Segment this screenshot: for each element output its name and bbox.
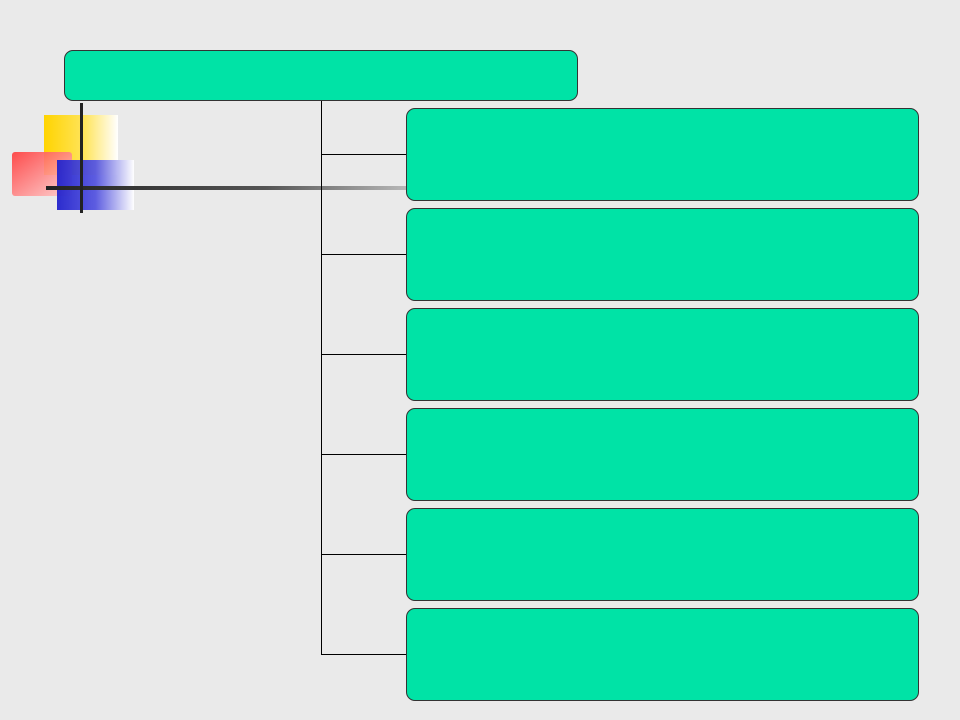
branch-line [321, 354, 407, 355]
branch-line [321, 554, 407, 555]
child-box-3 [406, 308, 919, 401]
child-box-1 [406, 108, 919, 201]
child-box-2 [406, 208, 919, 301]
slide-corner-squares-icon [12, 103, 412, 213]
decor-horizontal-line [46, 186, 412, 190]
trunk-line [321, 100, 322, 655]
branch-line [321, 454, 407, 455]
branch-line [321, 654, 407, 655]
child-box-5 [406, 508, 919, 601]
blue-square [57, 160, 134, 210]
child-box-6 [406, 608, 919, 701]
branch-line [321, 254, 407, 255]
header-box [64, 50, 578, 101]
decor-vertical-line [80, 103, 83, 213]
child-box-4 [406, 408, 919, 501]
branch-line [321, 154, 407, 155]
